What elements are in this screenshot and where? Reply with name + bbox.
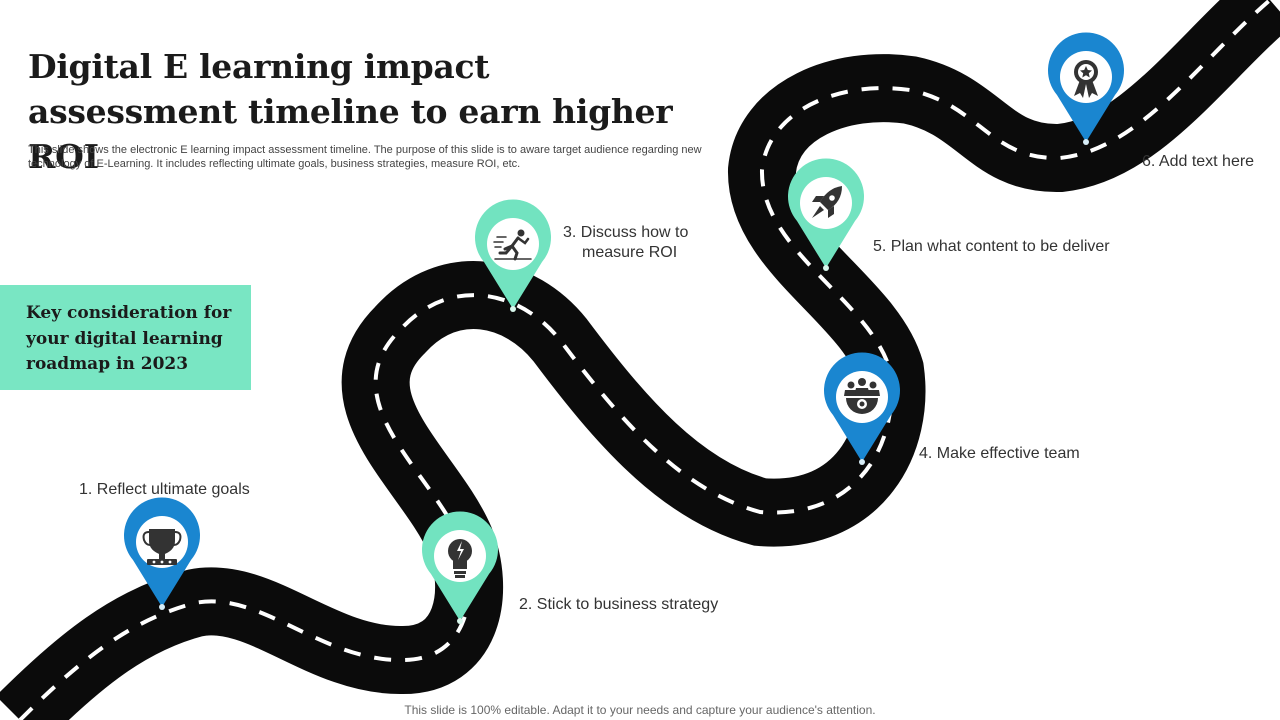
award-badge-icon: [1074, 60, 1098, 98]
key-consideration-text: Key consideration for your digital learn…: [26, 303, 232, 374]
team-icon: [844, 378, 880, 414]
step-6-label: 6. Add text here: [1142, 153, 1255, 170]
step-5-label: 5. Plan what content to be deliver: [873, 238, 1110, 255]
milestone-pin-2: [422, 511, 498, 624]
footer-note: This slide is 100% editable. Adapt it to…: [404, 703, 876, 717]
step-4-label: 4. Make effective team: [919, 445, 1080, 462]
milestone-pin-1: [124, 497, 200, 610]
milestone-pin-5: [788, 158, 864, 271]
slide-subtitle: This slide shows the electronic E learni…: [28, 144, 702, 170]
step-2-label: 2. Stick to business strategy: [519, 596, 719, 613]
milestone-pin-3: [475, 199, 551, 312]
lightbulb-icon: [448, 539, 472, 578]
step-1-label: 1. Reflect ultimate goals: [79, 481, 250, 498]
trophy-icon: [142, 529, 182, 565]
rocket-icon: [812, 186, 842, 218]
runner-icon: [493, 229, 532, 261]
step-3-label: 3. Discuss how to measure ROI: [563, 223, 688, 263]
milestone-pin-4: [824, 352, 900, 465]
step-3-label-line2: measure ROI: [582, 244, 678, 261]
milestone-pin-6: [1048, 32, 1124, 145]
key-consideration-box: Key consideration for your digital learn…: [0, 285, 251, 390]
slide-title: Digital E learning impact assessment tim…: [28, 47, 673, 176]
step-3-label-line1: 3. Discuss how to: [563, 224, 689, 241]
